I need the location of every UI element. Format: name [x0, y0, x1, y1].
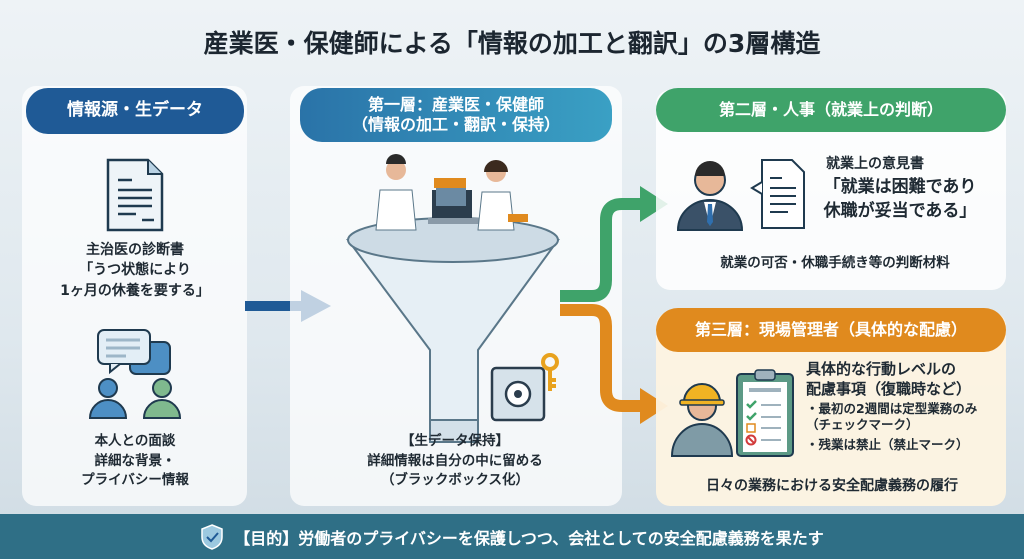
opinion-quote-line2: 休職が妥当である」	[823, 200, 977, 221]
source-header: 情報源・生データ	[26, 88, 244, 134]
page-title: 産業医・保健師による「情報の加工と翻訳」の3層構造	[203, 29, 821, 58]
layer2-footer: 就業の可否・休職手続き等の判断材料	[720, 255, 950, 271]
layer2-header: 第二層・人事（就業上の判断）	[656, 88, 1006, 132]
safe-with-key-icon	[490, 353, 559, 422]
layer3-line1: 具体的な行動レベルの	[806, 360, 957, 378]
diagnosis-quote-1: 「うつ状態により	[79, 262, 191, 279]
interview-icon	[88, 329, 182, 419]
opinion-title: 就業上の意見書	[826, 156, 924, 172]
arrow-to-layer2	[560, 198, 642, 302]
opinion-document-icon	[750, 159, 805, 229]
raw-data-keep-text: 【生データ保持】 詳細情報は自分の中に留める （ブラックボックス化）	[320, 432, 590, 491]
raw-data-keep-line1: 詳細情報は自分の中に留める	[367, 452, 543, 469]
layer1-header-line2: （情報の加工・翻訳・保持）	[351, 115, 560, 134]
document-icon	[106, 158, 164, 232]
funnel-icon	[346, 154, 560, 443]
raw-data-keep-title: 【生データ保持】	[401, 433, 509, 449]
raw-data-keep-line2: （ブラックボックス化）	[380, 472, 530, 489]
arrow-to-layer3	[560, 304, 642, 412]
layer2-header-label: 第二層・人事（就業上の判断）	[718, 100, 943, 119]
hr-person-icon	[676, 161, 744, 231]
purpose-bar: 【目的】労働者のプライバシーを保護しつつ、会社としての安全配慮義務を果たす	[0, 514, 1024, 559]
shield-icon	[201, 523, 223, 550]
layer3-header: 第三層：現場管理者（具体的な配慮）	[656, 308, 1006, 352]
layer3-footer: 日々の業務における安全配慮義務の履行	[706, 478, 958, 494]
layer3-bullet1: ・最初の2週間は定型業務のみ	[806, 401, 978, 416]
branch-arrows	[560, 186, 668, 424]
checklist-clipboard-icon	[736, 369, 794, 457]
layer3-header-label: 第三層：現場管理者（具体的な配慮）	[694, 320, 967, 339]
layer3-details: 具体的な行動レベルの 配慮事項（復職時など） ・最初の2週間は定型業務のみ （チ…	[806, 360, 1006, 453]
layer1-header: 第一層：産業医・保健師 （情報の加工・翻訳・保持）	[300, 88, 612, 142]
doctors-at-desk-illustration	[375, 154, 528, 231]
diagnosis-quote-2: 1ヶ月の休養を要する」	[60, 282, 210, 299]
interview-line-2: プライバシー情報	[81, 472, 189, 489]
opinion-quote-line1: 「就業は困難であり	[823, 177, 977, 197]
opinion-quote: 「就業は困難であり 休職が妥当である」	[800, 176, 1000, 224]
site-manager-icon	[670, 383, 734, 457]
layer3-line2: 配慮事項（復職時など）	[806, 379, 972, 398]
layer1-header-line1: 第一層：産業医・保健師	[367, 95, 544, 114]
diagnosis-title: 主治医の診断書	[86, 242, 184, 258]
source-panel	[22, 86, 247, 506]
source-header-label: 情報源・生データ	[67, 100, 203, 121]
interview-line-1: 詳細な背景・	[94, 452, 176, 469]
diagnosis-text: 主治医の診断書 「うつ状態により 1ヶ月の休養を要する」	[30, 240, 240, 301]
layer3-bullet2: ・残業は禁止（禁止マーク）	[806, 436, 969, 452]
layer3-bullet1-note: （チェックマーク）	[806, 417, 919, 433]
interview-text: 本人との面談 詳細な背景・ プライバシー情報	[30, 432, 240, 491]
interview-title: 本人との面談	[94, 433, 176, 449]
purpose-text: 【目的】労働者のプライバシーを保護しつつ、会社としての安全配慮義務を果たす	[234, 528, 824, 548]
